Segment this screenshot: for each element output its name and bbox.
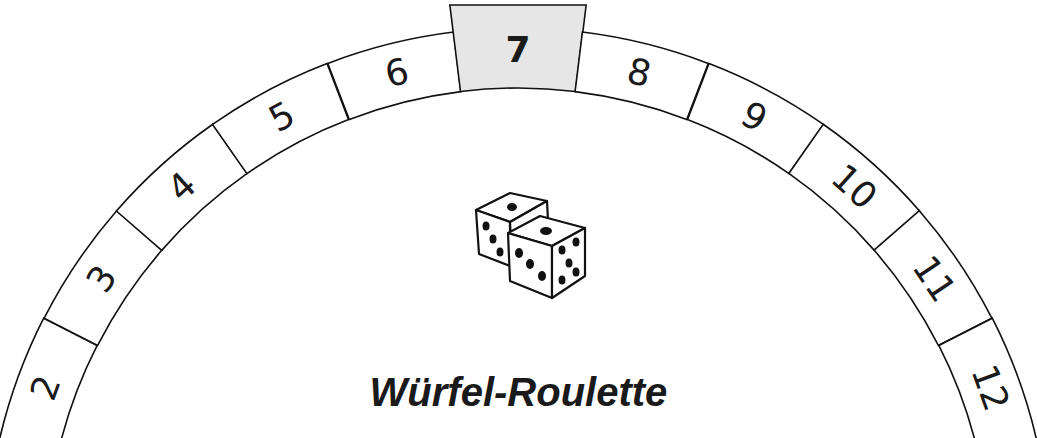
segment-shape xyxy=(450,5,586,92)
segment-shape xyxy=(936,317,1037,438)
highlight-segment: 7 xyxy=(443,0,593,123)
segment-shape xyxy=(568,28,709,121)
segment-number: 7 xyxy=(505,32,530,68)
wheel-segment: 8 xyxy=(551,0,728,154)
title: Würfel-Roulette xyxy=(0,370,1037,415)
segment-shape xyxy=(326,28,467,121)
